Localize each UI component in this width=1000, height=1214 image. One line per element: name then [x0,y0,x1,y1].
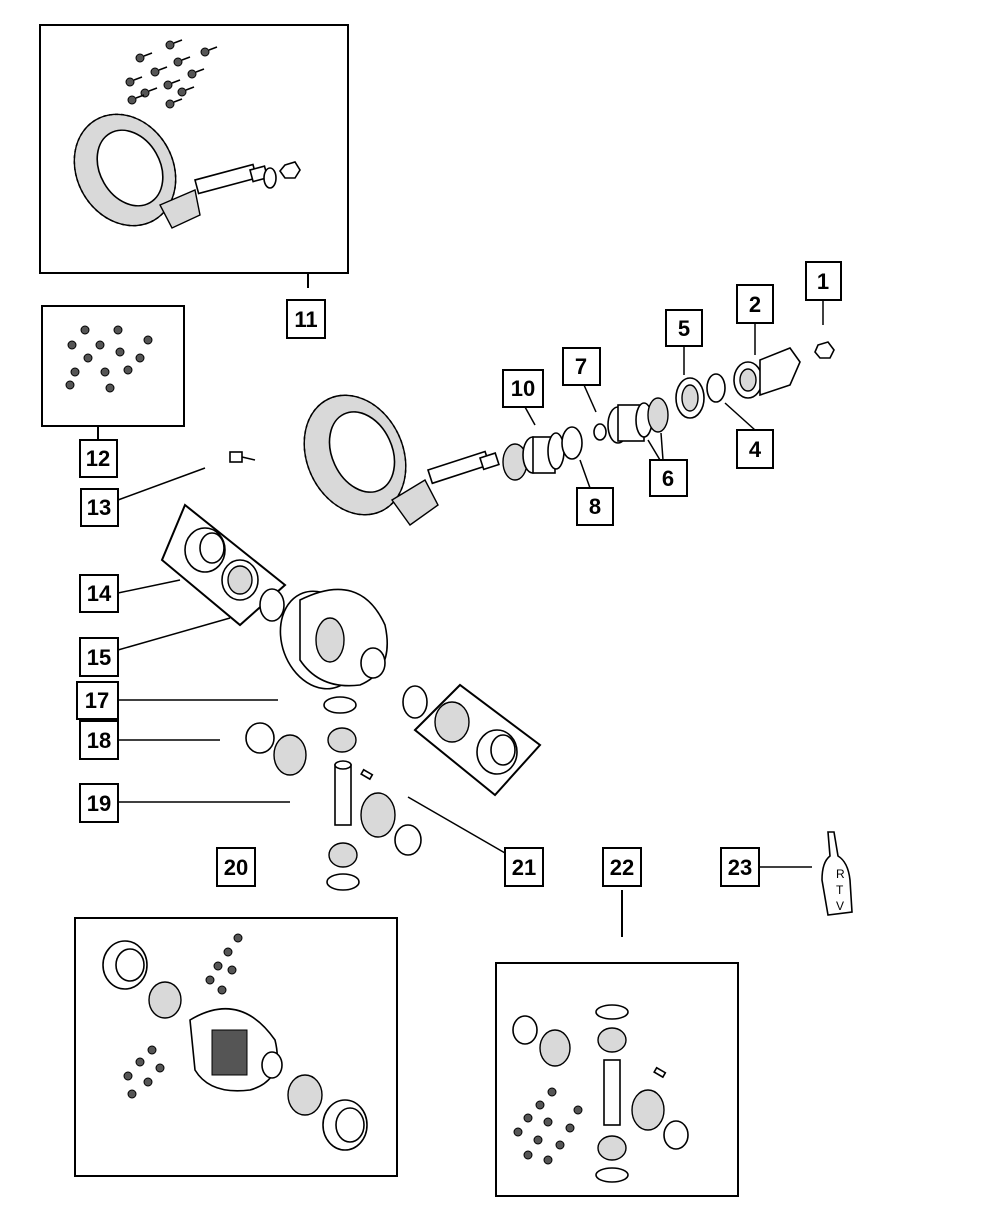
shim-8 [561,426,583,460]
callout-10: 10 [502,369,544,408]
pinion-mate-gear-top [327,727,357,753]
shim-right [402,685,428,719]
pinion-gear [390,450,500,526]
washer-4 [706,373,726,403]
crush-sleeve-7 [593,423,607,441]
callout-13: 13 [80,488,119,527]
callout-12: 12 [79,439,118,478]
side-gear-21 [360,792,396,838]
svg-text:7: 7 [575,354,587,379]
bearing-kit-box-left [160,503,287,627]
svg-text:6: 6 [662,466,674,491]
kit-pinion-gear [159,161,301,229]
svg-text:20: 20 [224,855,248,880]
rtv-letter-t: T [836,883,844,897]
roll-pin [360,768,374,781]
callout-5: 5 [665,309,703,347]
svg-text:10: 10 [511,376,535,401]
cross-shaft-19 [334,760,352,826]
callout-8: 8 [576,487,614,526]
callout-21: 21 [504,847,544,887]
svg-text:15: 15 [87,645,111,670]
callout-4: 4 [736,429,774,469]
yoke-2 [733,347,801,399]
leader-lines [117,300,824,868]
rtv-letter-v: V [836,899,844,913]
svg-text:5: 5 [678,316,690,341]
thrust-washer-17 [323,696,357,714]
callout-18: 18 [79,720,119,760]
ring-pinion-kit-box [39,24,349,288]
svg-text:14: 14 [87,581,112,606]
bearing-cup-6 [607,402,653,444]
shim-15 [259,588,285,622]
callout-17: 17 [76,681,119,720]
svg-text:8: 8 [589,494,601,519]
callout-1: 1 [805,261,842,301]
thrust-washer-bottom [326,873,360,891]
callout-20: 20 [216,847,256,887]
callout-22: 22 [602,847,642,887]
svg-text:19: 19 [87,791,111,816]
bolt-kit-box [41,305,185,440]
callout-23: 23 [720,847,760,887]
callout-6: 6 [649,459,688,497]
kit-bolts [125,39,218,109]
svg-text:4: 4 [749,437,762,462]
side-gear-18 [245,722,307,776]
svg-text:1: 1 [817,269,829,294]
callout-2: 2 [736,284,774,324]
nut-1 [814,341,835,359]
thrust-washer-21 [394,824,422,856]
bearing-cone-6 [647,397,669,433]
rtv-sealant-tube: R T V [821,831,853,916]
kit-ring-gear [73,113,177,227]
svg-text:11: 11 [294,307,317,332]
case-kit-box [74,917,398,1177]
rtv-letter-r: R [836,867,845,881]
callout-11: 11 [286,299,326,339]
bolt-13 [229,451,256,463]
svg-text:13: 13 [87,495,111,520]
svg-text:21: 21 [512,855,536,880]
svg-text:23: 23 [728,855,752,880]
callout-19: 19 [79,783,119,823]
callouts: 1 2 4 5 6 7 8 10 [76,261,842,887]
pinion-bearing-10 [502,432,565,481]
svg-text:22: 22 [610,855,634,880]
svg-text:2: 2 [749,292,761,317]
seal-5 [675,377,705,419]
ring-gear [303,394,407,516]
callout-15: 15 [79,637,119,677]
svg-text:17: 17 [85,688,109,713]
bearing-kit-box-right [413,683,542,797]
svg-text:12: 12 [86,446,110,471]
callout-7: 7 [562,347,601,386]
pinion-mate-gear-bottom [328,842,358,868]
differential-case [279,588,389,690]
callout-14: 14 [79,574,119,613]
spider-gear-kit-box [495,890,739,1197]
svg-text:18: 18 [87,728,111,753]
